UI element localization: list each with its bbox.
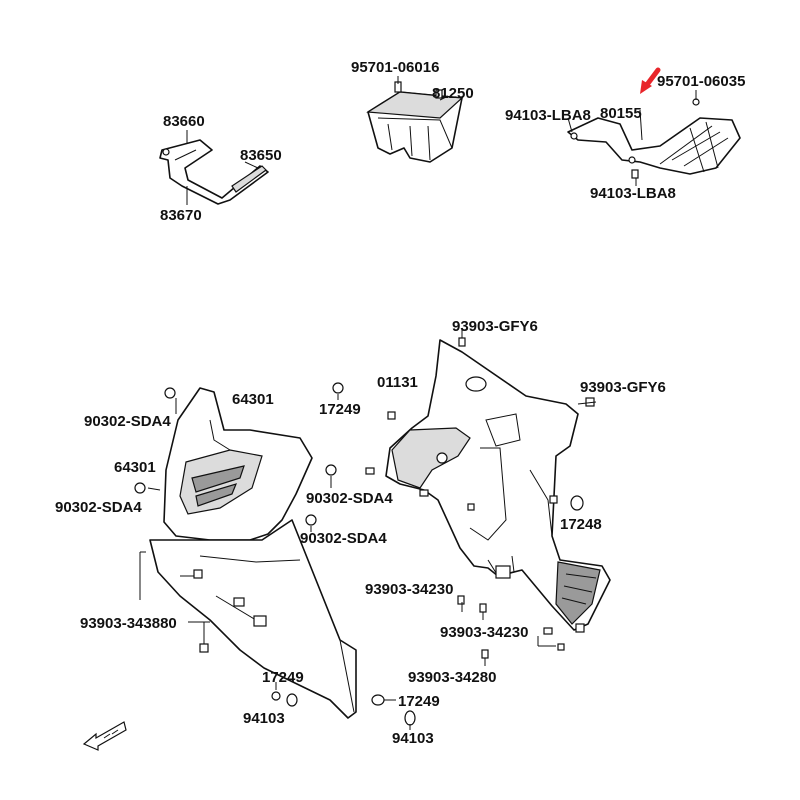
label-64301-top: 64301 — [232, 391, 274, 408]
label-83650: 83650 — [240, 147, 282, 164]
label-90302-sda4-center-top: 90302-SDA4 — [306, 490, 393, 507]
bracket-assembly-83660 — [159, 130, 269, 205]
label-94103-lba8-top: 94103-LBA8 — [505, 107, 591, 124]
label-17249-right: 17249 — [398, 693, 440, 710]
label-95701-06035: 95701-06035 — [657, 73, 745, 90]
hardware-right — [365, 330, 597, 730]
label-17249-top: 17249 — [319, 401, 361, 418]
label-80155: 80155 — [600, 105, 642, 122]
label-01131: 01131 — [377, 374, 418, 391]
label-93903-34230-upper: 93903-34230 — [365, 581, 453, 598]
front-direction-arrow-icon — [82, 721, 127, 751]
hardware-left — [134, 382, 344, 707]
label-93903-gfy6-top: 93903-GFY6 — [452, 318, 538, 335]
label-64301-left: 64301 — [114, 459, 156, 476]
label-93903-34230-lower: 93903-34230 — [440, 624, 528, 641]
label-17249-left: 17249 — [262, 669, 304, 686]
label-81250: 81250 — [432, 85, 474, 102]
label-93903-gfy6-right: 93903-GFY6 — [580, 379, 666, 396]
red-pointer-arrow-icon — [640, 67, 661, 94]
label-94103-lba8-bottom: 94103-LBA8 — [590, 185, 676, 202]
label-93903-343880: 93903-343880 — [80, 615, 177, 632]
front-cover-64301 — [149, 387, 357, 719]
storage-box-81250 — [366, 76, 464, 163]
label-90302-sda4-left-bottom: 90302-SDA4 — [55, 499, 142, 516]
label-90302-sda4-left-top: 90302-SDA4 — [84, 413, 171, 430]
label-94103-right: 94103 — [392, 730, 434, 747]
inner-cover-01131 — [385, 339, 611, 633]
carrier-rack-80155 — [567, 67, 741, 186]
label-93903-34280: 93903-34280 — [408, 669, 496, 686]
label-90302-sda4-center-bottom: 90302-SDA4 — [300, 530, 387, 547]
label-94103-left: 94103 — [243, 710, 285, 727]
label-83670: 83670 — [160, 207, 202, 224]
label-83660: 83660 — [163, 113, 205, 130]
label-95701-06016: 95701-06016 — [351, 59, 439, 76]
label-17248: 17248 — [560, 516, 602, 533]
